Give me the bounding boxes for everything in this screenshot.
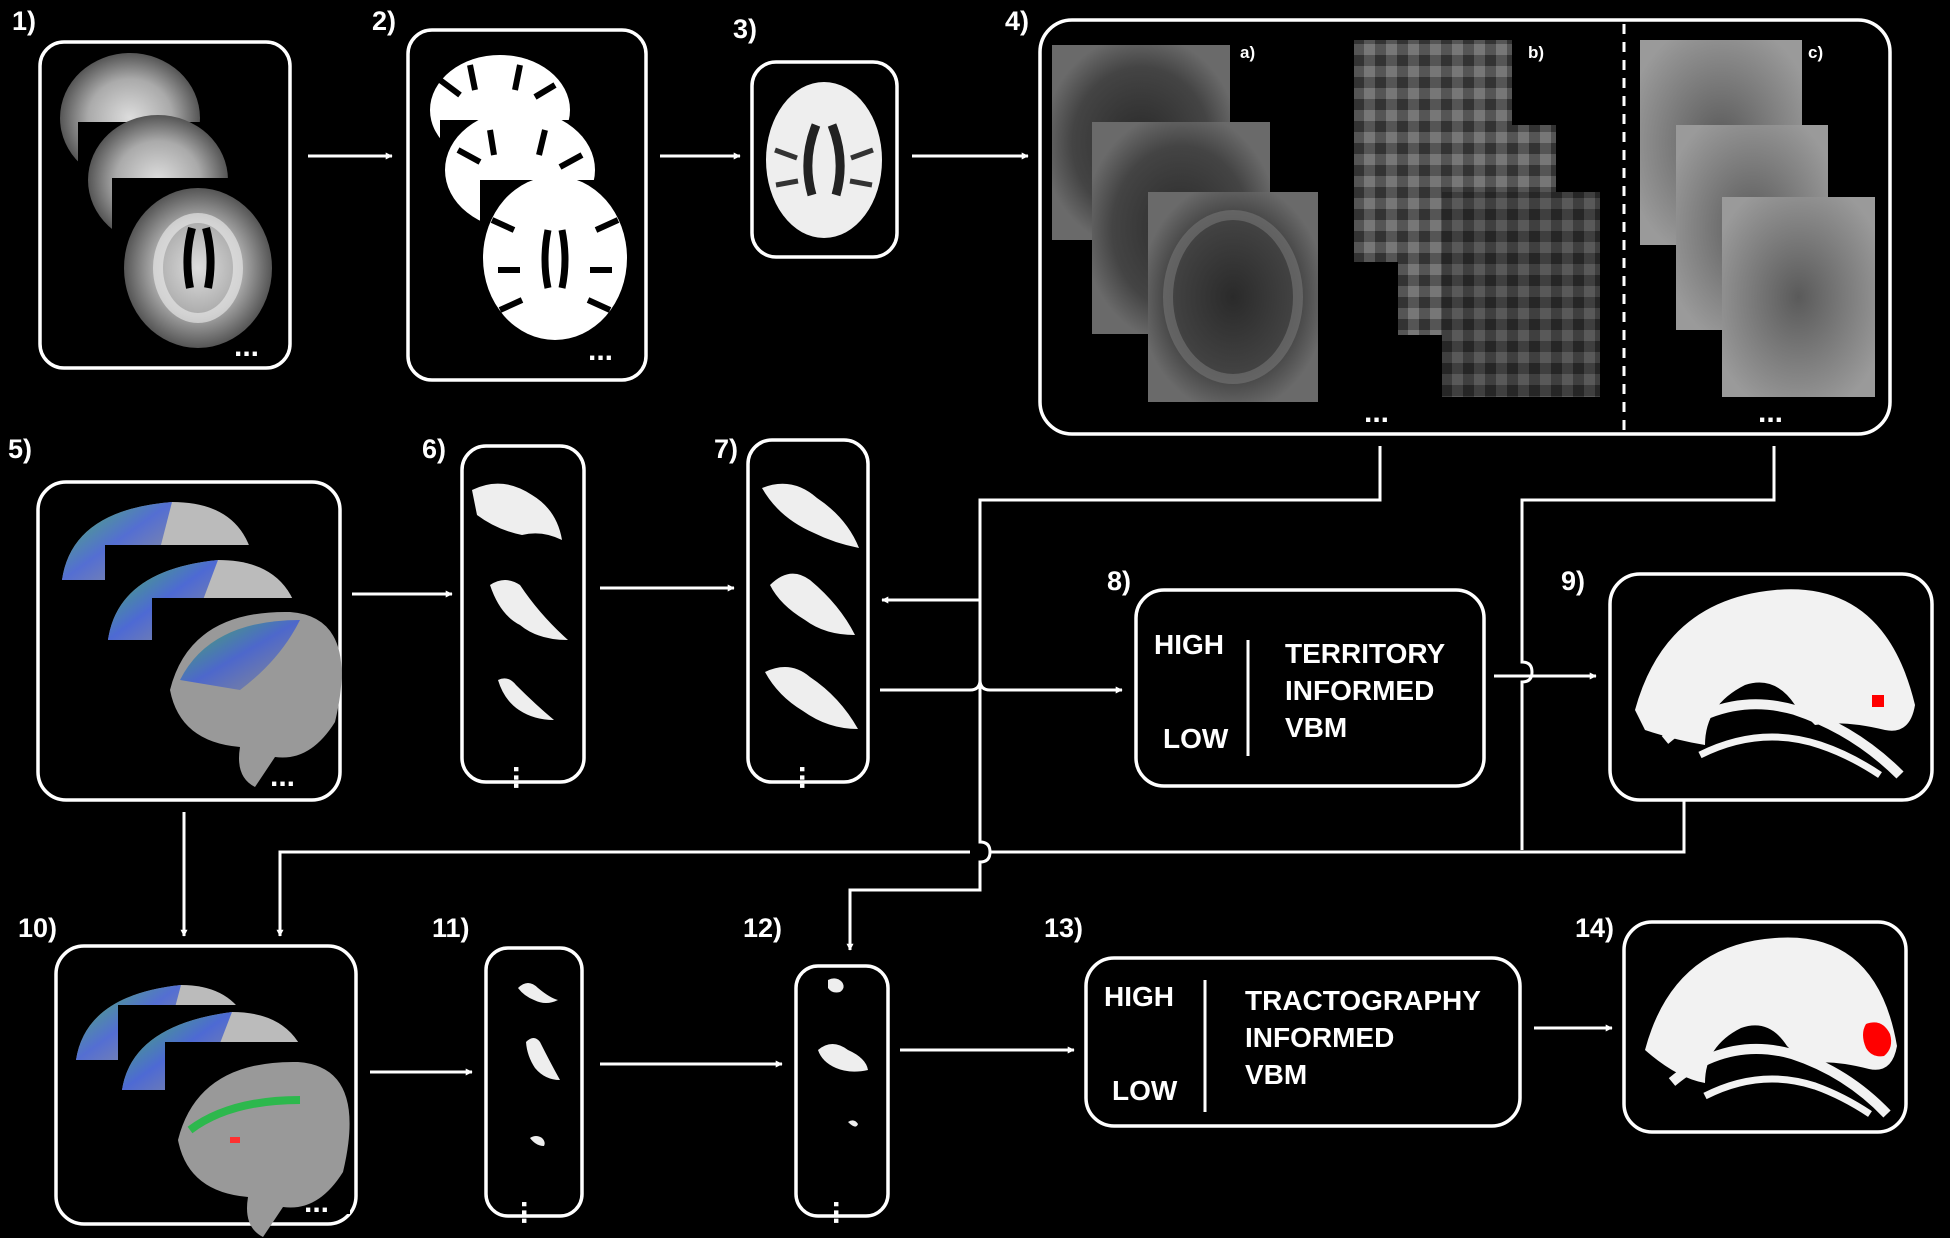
step-12-box: ... xyxy=(794,964,890,1225)
tractography-low-label: LOW xyxy=(1112,1075,1178,1106)
sagittal-tract-stack-10 xyxy=(76,985,350,1237)
step-3-label: 3) xyxy=(733,14,757,44)
step-8-label: 8) xyxy=(1107,566,1131,596)
panel-a-maps xyxy=(1052,45,1318,402)
step-11-label: 11) xyxy=(432,913,470,943)
step-10-ellipsis: ... xyxy=(304,1186,329,1219)
step-10-label: 10) xyxy=(18,913,57,943)
panel-c-maps xyxy=(1640,40,1875,397)
step-1-label: 1) xyxy=(12,6,36,36)
territory-line-3: VBM xyxy=(1285,712,1347,743)
axial-slice-stack xyxy=(52,53,277,350)
step-6-ellipsis: ... xyxy=(507,765,540,790)
step-4-box: a) b) c) ... ... xyxy=(1038,18,1892,436)
step-12-label: 12) xyxy=(743,913,782,943)
step-2-label: 2) xyxy=(372,6,396,36)
step-4c-ellipsis: ... xyxy=(1758,396,1783,429)
tract-mask-column-7 xyxy=(762,483,859,729)
panel-b-maps xyxy=(1354,40,1600,397)
territory-low-label: LOW xyxy=(1163,723,1229,754)
step-10-box: ... xyxy=(54,944,358,1237)
step-4-label: 4) xyxy=(1005,6,1029,36)
sub-panel-b-label: b) xyxy=(1528,43,1544,62)
step-1-box: ... xyxy=(38,40,292,370)
territory-line-1: TERRITORY xyxy=(1285,638,1446,669)
step-4a-ellipsis: ... xyxy=(1364,396,1389,429)
white-matter-sagittal-14 xyxy=(1645,937,1897,1083)
step-11-ellipsis: ... xyxy=(515,1200,548,1225)
result-region-14 xyxy=(1863,1022,1892,1057)
tractography-high-label: HIGH xyxy=(1104,981,1174,1012)
step-5-box: ... xyxy=(36,480,342,802)
tract-mask-column-6 xyxy=(472,483,568,720)
step-1-ellipsis: ... xyxy=(234,330,259,363)
step-7-ellipsis: ... xyxy=(793,765,826,790)
tractography-line-1: TRACTOGRAPHY xyxy=(1245,985,1481,1016)
step-7-box: ... xyxy=(746,438,870,790)
step-2-ellipsis: ... xyxy=(588,334,613,367)
flow-connectors xyxy=(180,152,1776,1076)
step-11-box: ... xyxy=(484,946,584,1225)
step-2-box: ... xyxy=(406,28,648,382)
white-matter-mask-stack xyxy=(430,55,630,350)
step-3-box xyxy=(750,60,899,259)
sub-panel-a-label: a) xyxy=(1240,43,1255,62)
territory-line-2: INFORMED xyxy=(1285,675,1434,706)
result-region-9 xyxy=(1872,695,1884,707)
sub-panel-c-label: c) xyxy=(1808,43,1823,62)
white-matter-sagittal-9 xyxy=(1635,589,1915,745)
step-5-label: 5) xyxy=(8,434,32,464)
template-brain xyxy=(766,82,882,238)
territory-high-label: HIGH xyxy=(1154,629,1224,660)
step-14-label: 14) xyxy=(1575,913,1614,943)
step-13-label: 13) xyxy=(1044,913,1083,943)
step-13-box: HIGH LOW TRACTOGRAPHY INFORMED VBM xyxy=(1084,956,1522,1128)
step-14-box xyxy=(1622,920,1908,1134)
step-6-box: ... xyxy=(460,444,586,790)
tract-mask-column-12 xyxy=(818,978,868,1127)
tractography-line-2: INFORMED xyxy=(1245,1022,1394,1053)
step-5-ellipsis: ... xyxy=(270,760,295,793)
step-7-label: 7) xyxy=(714,434,738,464)
step-9-label: 9) xyxy=(1561,566,1585,596)
step-12-ellipsis: ... xyxy=(827,1200,860,1225)
step-6-label: 6) xyxy=(422,434,446,464)
step-8-box: HIGH LOW TERRITORY INFORMED VBM xyxy=(1134,588,1486,788)
sagittal-tract-stack xyxy=(62,502,342,787)
tract-mask-column-11 xyxy=(518,983,560,1146)
tractography-line-3: VBM xyxy=(1245,1059,1307,1090)
step-9-box xyxy=(1608,572,1934,802)
